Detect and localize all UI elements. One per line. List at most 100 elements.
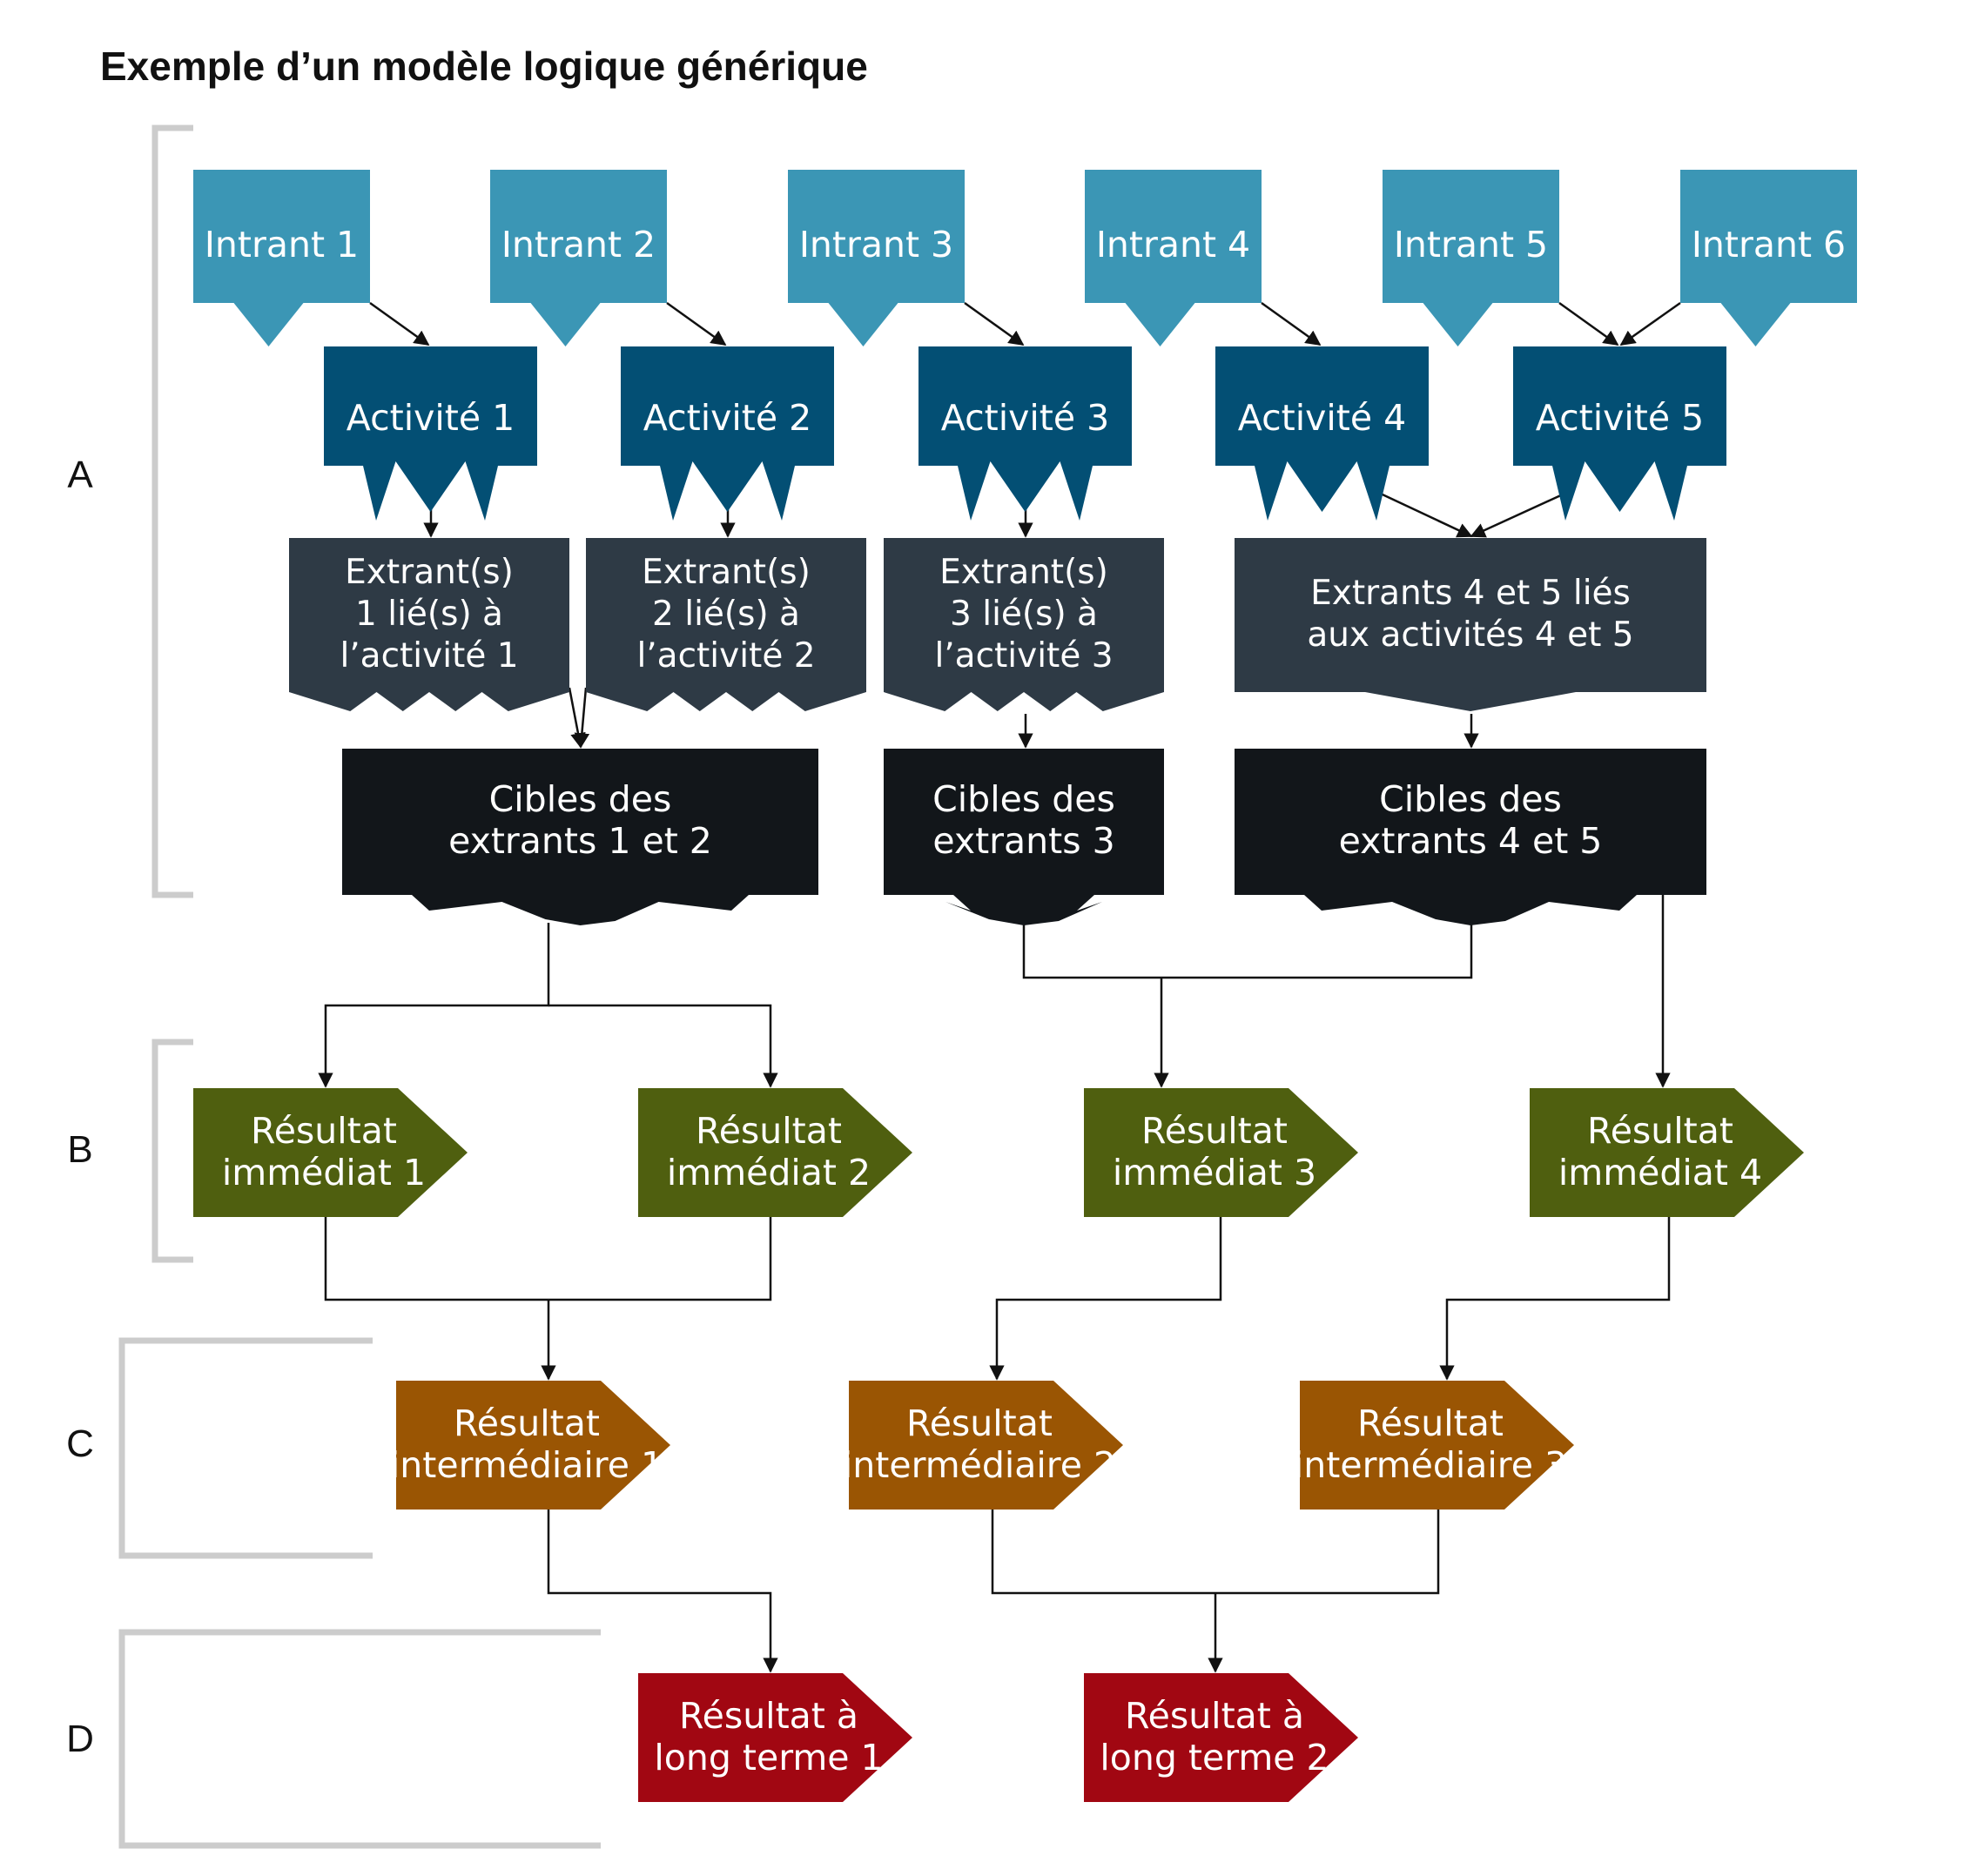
resultat-intermediaire-2-label: intermédiaire 2 xyxy=(843,1444,1116,1486)
connector-activite-4 xyxy=(1370,487,1473,538)
extrant-1: Extrant(s)1 lié(s) àl’activité 1 xyxy=(289,538,569,711)
connector-extrant-2 xyxy=(574,687,590,749)
connector-intrant-6 xyxy=(1619,301,1681,346)
extrant-4-label: Extrants 4 et 5 liés xyxy=(1310,574,1631,613)
cible-3-label: Cibles des xyxy=(1379,778,1562,820)
connector-cible-1-imm-2 xyxy=(548,1004,778,1088)
section-label-c: C xyxy=(66,1422,94,1465)
extrant-1-label: l’activité 1 xyxy=(340,636,518,676)
section-label-b: B xyxy=(67,1128,92,1171)
connector-int-3 xyxy=(1439,1217,1671,1381)
resultat-immediat-3-label: Résultat xyxy=(1141,1110,1288,1152)
section-label-a: A xyxy=(67,454,93,496)
extrant-2-shape xyxy=(586,538,866,711)
connector-lt-1 xyxy=(547,1510,778,1673)
section-labels: A B C D xyxy=(66,454,94,1760)
intrant-6: Intrant 6 xyxy=(1680,170,1857,346)
cible-1-label: extrants 1 et 2 xyxy=(448,820,712,862)
bracket-a xyxy=(151,124,193,898)
activite-5: Activité 5 xyxy=(1513,346,1726,521)
extrant-3-label: 3 lié(s) à xyxy=(950,595,1098,634)
extrant-1-shape xyxy=(289,538,569,711)
cible-3-shape xyxy=(1235,749,1706,925)
intrant-6-shape xyxy=(1680,170,1857,346)
resultat-intermediaire-1-label: intermédiaire 1 xyxy=(390,1444,663,1486)
section-brackets xyxy=(118,124,601,1849)
cible-3-label: extrants 4 et 5 xyxy=(1339,820,1603,862)
extrant-2-label: 2 lié(s) à xyxy=(652,595,800,634)
intrant-3-shape xyxy=(788,170,965,346)
extrant-3: Extrant(s)3 lié(s) àl’activité 3 xyxy=(884,538,1164,711)
resultat-immediat-4-label: immédiat 4 xyxy=(1558,1152,1762,1194)
resultat-immediat-3-label: immédiat 3 xyxy=(1113,1152,1316,1194)
activite-3-label: Activité 3 xyxy=(941,397,1109,439)
extrant-4-shape xyxy=(1235,538,1706,711)
connector-intrant-1 xyxy=(369,301,430,346)
resultat-intermediaire-2-shape xyxy=(849,1381,1123,1510)
connector-intrant-3 xyxy=(964,301,1025,346)
connector-intrant-5 xyxy=(1558,301,1619,346)
resultat-immediat-4-shape xyxy=(1530,1088,1804,1217)
resultat-intermediaire-2-label: Résultat xyxy=(906,1402,1053,1444)
activite-2: Activité 2 xyxy=(621,346,834,521)
diagram-title: Exemple d’un modèle logique générique xyxy=(100,44,868,89)
resultat-long-terme-2-label: Résultat à xyxy=(1125,1695,1304,1737)
activite-2-shape xyxy=(621,346,834,521)
intrant-5-label: Intrant 5 xyxy=(1394,224,1548,266)
resultat-immediat-3-shape xyxy=(1084,1088,1358,1217)
intrant-1: Intrant 1 xyxy=(193,170,370,346)
activite-4-label: Activité 4 xyxy=(1238,397,1406,439)
resultat-immediat-2-shape xyxy=(638,1088,912,1217)
activite-4-shape xyxy=(1215,346,1429,521)
resultat-intermediaire-3-label: intermédiaire 3 xyxy=(1294,1444,1567,1486)
cible-2-label: Cibles des xyxy=(932,778,1115,820)
intrant-4-label: Intrant 4 xyxy=(1096,224,1250,266)
extrant-2-label: l’activité 2 xyxy=(636,636,815,676)
extrant-2: Extrant(s)2 lié(s) àl’activité 2 xyxy=(586,538,866,711)
bracket-d xyxy=(118,1629,601,1849)
resultat-intermediaire-3-label: Résultat xyxy=(1357,1402,1504,1444)
connector-extrant-1 xyxy=(568,687,586,749)
activite-2-label: Activité 2 xyxy=(643,397,811,439)
connector-activite-5 xyxy=(1470,487,1575,538)
extrant-4-label: aux activités 4 et 5 xyxy=(1307,615,1633,655)
resultat-intermediaire-3-shape xyxy=(1300,1381,1574,1510)
section-label-d: D xyxy=(66,1718,94,1760)
connector-intrant-2 xyxy=(666,301,727,346)
connector-cible-1-imm-1 xyxy=(318,923,550,1088)
resultat-long-terme-2-shape xyxy=(1084,1673,1358,1802)
connector-cibles-3-45 xyxy=(1022,923,1473,979)
extrant-3-label: l’activité 3 xyxy=(934,636,1113,676)
extrant-1-label: 1 lié(s) à xyxy=(355,595,503,634)
intrant-3: Intrant 3 xyxy=(788,170,965,346)
activite-1: Activité 1 xyxy=(324,346,537,521)
connector-int-2-3 xyxy=(991,1510,1440,1595)
connector-intrant-4 xyxy=(1261,301,1322,346)
intrant-6-label: Intrant 6 xyxy=(1692,224,1846,266)
intrant-5-shape xyxy=(1383,170,1559,346)
resultat-immediat-1-shape xyxy=(193,1088,468,1217)
activite-3: Activité 3 xyxy=(918,346,1132,521)
extrant-1-label: Extrant(s) xyxy=(345,553,514,592)
cible-2-label: extrants 3 xyxy=(932,820,1114,862)
activite-4: Activité 4 xyxy=(1215,346,1429,521)
intrant-4-shape xyxy=(1085,170,1262,346)
extrant-3-label: Extrant(s) xyxy=(939,553,1108,592)
extrant-2-label: Extrant(s) xyxy=(642,553,811,592)
intrant-2: Intrant 2 xyxy=(490,170,667,346)
bracket-b xyxy=(151,1039,193,1263)
activite-3-shape xyxy=(918,346,1132,521)
resultat-long-terme-1-label: long terme 1 xyxy=(654,1737,883,1779)
intrant-1-shape xyxy=(193,170,370,346)
